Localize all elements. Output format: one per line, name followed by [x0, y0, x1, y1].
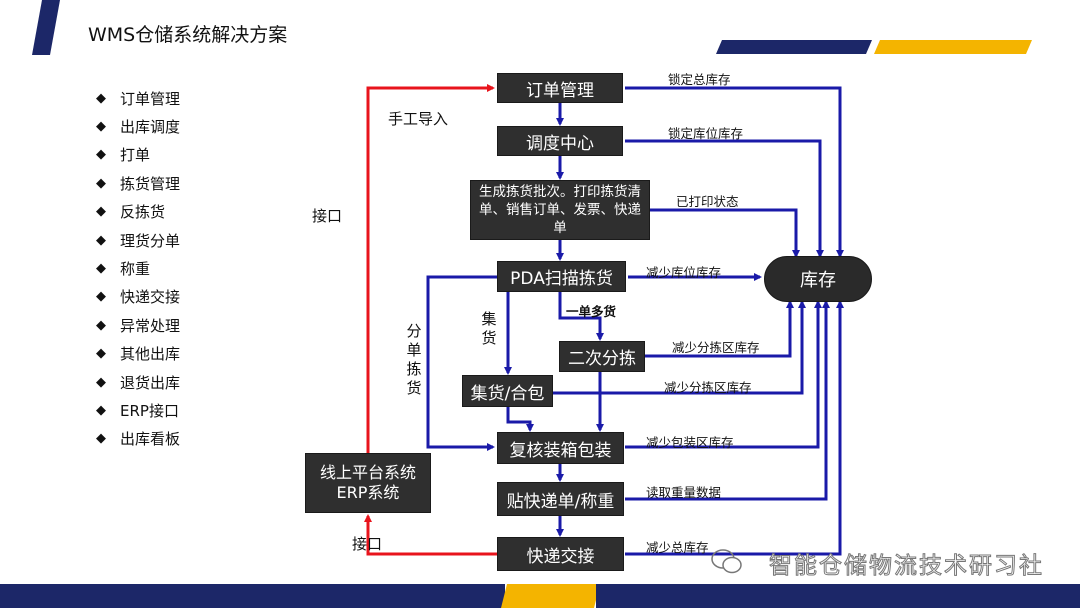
- footer-bar-navy-left: [0, 584, 505, 608]
- feature-list-item: ◆ 快递交接: [96, 283, 180, 311]
- wechat-icon: [711, 549, 742, 574]
- feature-list-item: ◆ 其他出库: [96, 340, 180, 368]
- label-interface-top: 接口: [312, 207, 343, 225]
- feature-list-item: ◆ 出库看板: [96, 425, 180, 453]
- feature-list-item: ◆ 打单: [96, 141, 180, 169]
- feature-list-item: ◆ 反拣货: [96, 198, 180, 226]
- feature-label: 订单管理: [120, 89, 181, 108]
- feature-list-item: ◆ 异常处理: [96, 311, 180, 339]
- feature-list-item: ◆ 拣货管理: [96, 169, 180, 197]
- label-collect-vertical: 集货: [481, 310, 497, 347]
- label-lock-location: 锁定库位库存: [668, 126, 744, 141]
- box-erp-system: 线上平台系统 ERP系统: [305, 453, 431, 513]
- diamond-bullet-icon: ◆: [96, 175, 106, 191]
- diamond-bullet-icon: ◆: [96, 431, 106, 447]
- feature-list-item: ◆ 理货分单: [96, 226, 180, 254]
- feature-label: ERP接口: [120, 401, 179, 420]
- box-label-weigh: 贴快递单/称重: [497, 482, 624, 516]
- box-second-sorting: 二次分拣: [559, 341, 645, 372]
- edge-collect-stock: [553, 300, 806, 395]
- diamond-bullet-icon: ◆: [96, 90, 106, 106]
- edge-order-stock: [625, 86, 844, 258]
- diamond-bullet-icon: ◆: [96, 289, 106, 305]
- edge-collect-review: [506, 407, 534, 432]
- label-reduce-total: 减少总库存: [646, 540, 709, 555]
- feature-label: 退货出库: [120, 373, 181, 392]
- feature-label: 拣货管理: [120, 174, 181, 193]
- header-bar-gold: [874, 40, 1032, 54]
- footer-bar-navy-right: [596, 584, 1080, 608]
- feature-list-item: ◆ 退货出库: [96, 368, 180, 396]
- feature-label: 称重: [120, 260, 151, 279]
- box-dispatch-center: 调度中心: [497, 126, 623, 156]
- label-read-weight: 读取重量数据: [646, 485, 722, 500]
- box-batch-print: 生成拣货批次。打印拣货清单、销售订单、发票、快递单: [470, 180, 650, 240]
- edge-pda-review: [426, 275, 497, 451]
- edge-handover-erp: [364, 514, 497, 556]
- diamond-bullet-icon: ◆: [96, 147, 106, 163]
- feature-list-item: ◆ 订单管理: [96, 84, 180, 112]
- feature-label: 反拣货: [120, 203, 166, 222]
- edge-erp-order: [366, 84, 495, 453]
- box-collect-pack: 集货/合包: [462, 375, 553, 407]
- feature-list-item: ◆ ERP接口: [96, 396, 180, 424]
- header-bar-navy: [716, 40, 872, 54]
- edge-second-sort-stock: [645, 300, 794, 358]
- label-printed-status: 已打印状态: [676, 194, 739, 209]
- label-one-order-multi: 一单多货: [566, 304, 617, 319]
- label-split-pick-vertical: 分单拣货: [406, 322, 422, 397]
- diamond-bullet-icon: ◆: [96, 204, 106, 220]
- feature-label: 快递交接: [120, 288, 181, 307]
- feature-label: 出库看板: [120, 430, 181, 449]
- feature-label: 出库调度: [120, 118, 181, 137]
- feature-label: 其他出库: [120, 345, 181, 364]
- box-pda-picking: PDA扫描拣货: [497, 261, 626, 292]
- label-manual-import: 手工导入: [388, 110, 449, 128]
- feature-list: ◆ 订单管理 ◆ 出库调度 ◆ 打单 ◆ 拣货管理 ◆ 反拣货 ◆ 理货分单 ◆ 称重 ◆ 快递交接 ◆ 异常处理…: [96, 84, 180, 453]
- box-review-pack: 复核装箱包装: [497, 432, 624, 464]
- edge-review-stock: [625, 300, 822, 449]
- diamond-bullet-icon: ◆: [96, 317, 106, 333]
- label-reduce-pack: 减少包装区库存: [646, 435, 734, 450]
- diamond-bullet-icon: ◆: [96, 346, 106, 362]
- edge-pda-second-sort: [558, 292, 604, 341]
- diamond-bullet-icon: ◆: [96, 261, 106, 277]
- label-reduce-sort-2: 减少分拣区库存: [664, 380, 752, 395]
- diamond-bullet-icon: ◆: [96, 119, 106, 135]
- feature-label: 理货分单: [120, 231, 181, 250]
- diamond-bullet-icon: ◆: [96, 374, 106, 390]
- feature-list-item: ◆ 出库调度: [96, 112, 180, 140]
- edge-dispatch-stock: [625, 139, 824, 258]
- diamond-bullet-icon: ◆: [96, 232, 106, 248]
- feature-label: 异常处理: [120, 316, 181, 335]
- label-interface-bottom: 接口: [352, 535, 383, 553]
- edge-handover-stock: [625, 300, 844, 556]
- box-stock: 库存: [764, 256, 872, 302]
- edge-weigh-stock: [625, 300, 830, 501]
- diamond-bullet-icon: ◆: [96, 402, 106, 418]
- label-lock-total: 锁定总库存: [668, 72, 731, 87]
- box-express-handover: 快递交接: [497, 537, 624, 571]
- feature-label: 打单: [120, 146, 151, 165]
- title-accent-bar: [32, 0, 60, 55]
- feature-list-item: ◆ 称重: [96, 254, 180, 282]
- box-order-management: 订单管理: [497, 73, 623, 103]
- watermark-text: 智能仓储物流技术研习社: [769, 553, 1044, 580]
- label-reduce-location: 减少库位库存: [646, 265, 722, 280]
- page-title: WMS仓储系统解决方案: [88, 24, 288, 46]
- footer-bar-gold: [501, 584, 600, 608]
- edge-batch-stock: [650, 208, 800, 258]
- label-reduce-sort-1: 减少分拣区库存: [672, 340, 760, 355]
